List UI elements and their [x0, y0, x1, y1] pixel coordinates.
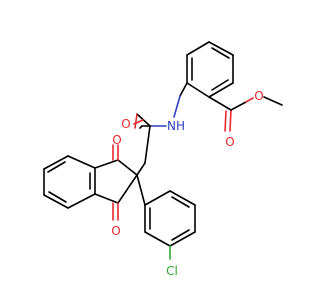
- benzoate-ring: [186, 41, 234, 98]
- ketone-top-oxygen-label: O: [112, 133, 121, 147]
- ester-double-oxygen-label: O: [225, 135, 234, 149]
- ketone-bottom-oxygen-label: O: [111, 224, 120, 238]
- amide-oxygen-label: O: [121, 117, 130, 131]
- chlorophenyl-ring: Cl: [136, 174, 196, 278]
- indandione-core: O O: [43, 133, 138, 238]
- amide-linkage: NH O: [121, 82, 188, 176]
- molecule-diagram: O O NH O: [43, 41, 283, 278]
- amide-nitrogen-label: NH: [167, 119, 185, 133]
- structure-svg: O O NH O: [43, 41, 283, 278]
- ester-group: O O: [208, 89, 283, 149]
- chlorine-label: Cl: [166, 264, 178, 278]
- ester-single-oxygen-label: O: [254, 89, 263, 103]
